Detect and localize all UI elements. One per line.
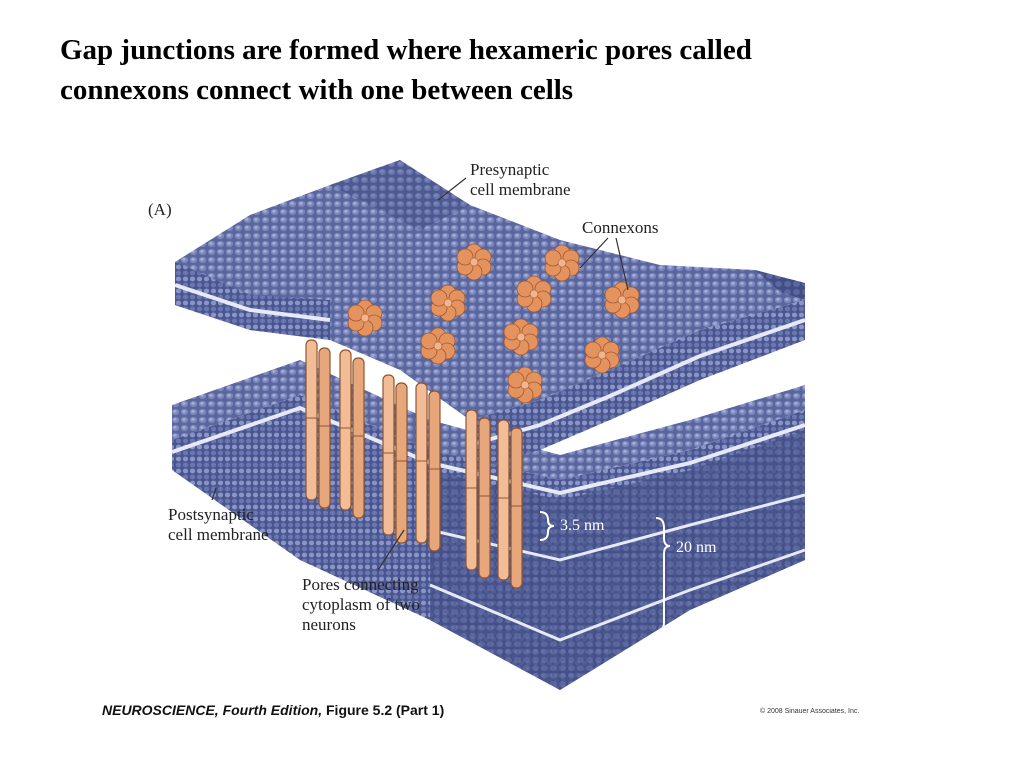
slide-title-line: Gap junctions are formed where hexameric…	[60, 34, 752, 66]
pores-label-line: Pores connecting	[302, 575, 419, 594]
gap-width-label: 3.5 nm	[560, 517, 605, 534]
pores-label-line: cytoplasm of two	[302, 595, 421, 614]
copyright-notice: © 2008 Sinauer Associates, Inc.	[760, 708, 860, 715]
caption-book: NEUROSCIENCE,	[102, 702, 219, 718]
dimension-braces	[539, 511, 671, 633]
pores-label-line: neurons	[302, 615, 356, 634]
postsynaptic-label: Postsynaptic cell membrane	[168, 505, 269, 545]
postsynaptic-label-line: cell membrane	[168, 525, 269, 544]
panel-label: (A)	[148, 200, 172, 219]
presynaptic-label-line: Presynaptic	[470, 160, 550, 179]
slide-title: Gap junctions are formed where hexameric…	[60, 30, 960, 110]
figure-caption: NEUROSCIENCE, Fourth Edition, Figure 5.2…	[102, 702, 444, 718]
presynaptic-label: Presynaptic cell membrane	[470, 160, 571, 200]
caption-figure: Figure 5.2 (Part 1)	[322, 702, 445, 718]
slide-title-line: connexons connect with one between cells	[60, 74, 574, 106]
pores-label: Pores connecting cytoplasm of two neuron…	[302, 575, 420, 635]
presynaptic-membrane	[174, 160, 806, 470]
presynaptic-label-line: cell membrane	[470, 180, 571, 199]
postsynaptic-label-line: Postsynaptic	[168, 505, 254, 524]
leader-lines	[211, 177, 629, 571]
connexons-label: Connexons	[582, 218, 659, 237]
junction-width-label: 20 nm	[676, 539, 717, 556]
caption-edition: Fourth Edition,	[218, 702, 323, 718]
